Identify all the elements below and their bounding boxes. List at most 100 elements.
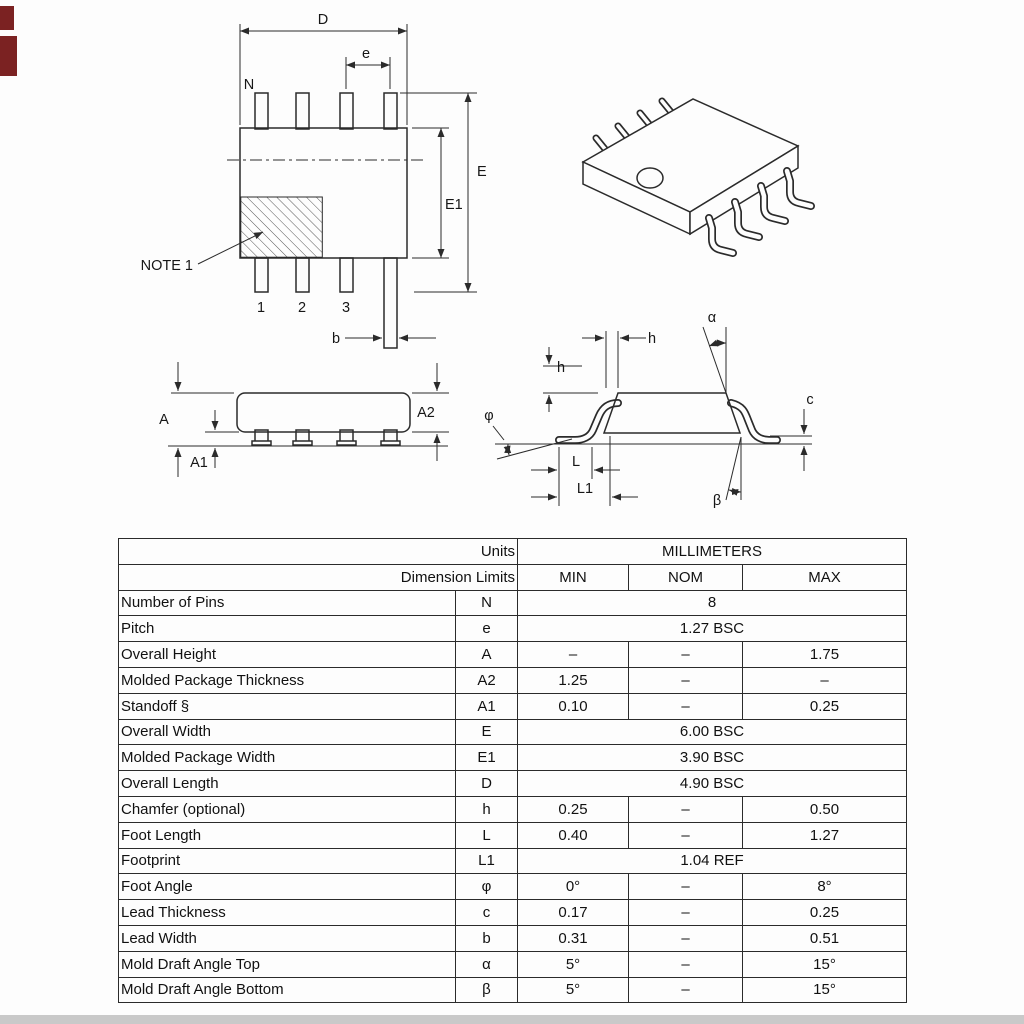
dim-symbol: L bbox=[455, 821, 518, 849]
dim-symbol: E bbox=[455, 718, 518, 746]
dim-nom: – bbox=[628, 950, 743, 978]
dim-b: b bbox=[332, 331, 436, 347]
units-header: Units bbox=[118, 538, 518, 565]
top-view-drawing: D e N E E1 bbox=[141, 12, 487, 349]
dim-min: 5° bbox=[517, 976, 629, 1004]
dimension-limits-header: Dimension Limits bbox=[118, 563, 518, 591]
dim-symbol: A2 bbox=[455, 666, 518, 694]
dim-symbol: b bbox=[455, 924, 518, 952]
pin-1 bbox=[254, 257, 269, 293]
dim-beta: β bbox=[713, 436, 742, 509]
dim-name: Pitch bbox=[118, 615, 456, 643]
angle-line bbox=[702, 326, 727, 394]
dim-c: c bbox=[770, 392, 814, 471]
dim-max: 8° bbox=[741, 873, 908, 901]
dim-label-A: A bbox=[159, 412, 169, 428]
dim-symbol: L1 bbox=[455, 847, 518, 875]
dim-name: Mold Draft Angle Top bbox=[118, 950, 456, 978]
leader-line bbox=[492, 425, 505, 441]
pin bbox=[784, 168, 814, 209]
side-view-drawing: A A1 A2 bbox=[159, 362, 449, 477]
dim-label-e: e bbox=[362, 46, 370, 62]
dim-nom: – bbox=[628, 641, 743, 668]
dim-A1: A1 bbox=[190, 410, 239, 471]
dim-max: 15° bbox=[741, 950, 908, 978]
dim-nom: – bbox=[628, 795, 743, 823]
pin-number-3: 3 bbox=[342, 300, 350, 316]
pin bbox=[295, 92, 310, 130]
dim-E1: E1 bbox=[412, 127, 463, 259]
dim-name: Number of Pins bbox=[118, 589, 456, 617]
dim-L1: L1 bbox=[531, 436, 638, 506]
table-header-limits-row: Dimension Limits MIN NOM MAX bbox=[118, 563, 908, 591]
pin-number-1: 1 bbox=[257, 300, 265, 316]
leader-line bbox=[197, 231, 264, 265]
lead-foot bbox=[336, 440, 357, 446]
dim-value-span: 1.04 REF bbox=[516, 847, 908, 875]
dim-min: 0.10 bbox=[517, 692, 629, 720]
pin bbox=[254, 92, 269, 130]
dim-name: Chamfer (optional) bbox=[118, 795, 456, 823]
dim-max: 0.25 bbox=[741, 692, 908, 720]
dim-label-E1: E1 bbox=[445, 197, 463, 213]
pin-4-long bbox=[383, 257, 398, 349]
dim-symbol: c bbox=[455, 899, 518, 926]
dim-name: Lead Thickness bbox=[118, 899, 456, 926]
dim-name: Molded Package Thickness bbox=[118, 666, 456, 694]
dim-min: – bbox=[517, 641, 629, 668]
iso-view-drawing bbox=[581, 97, 815, 257]
scan-artifact bbox=[0, 36, 17, 76]
dim-D: D bbox=[239, 12, 408, 125]
package-body-section bbox=[602, 392, 742, 434]
dim-symbol: A1 bbox=[455, 692, 518, 720]
dim-min: 5° bbox=[517, 950, 629, 978]
lead-detail-drawing: h h α β bbox=[484, 310, 813, 509]
nom-header: NOM bbox=[628, 563, 743, 591]
dim-value-span: 6.00 BSC bbox=[516, 718, 908, 746]
millimeters-header: MILLIMETERS bbox=[516, 538, 908, 565]
pin bbox=[732, 199, 762, 240]
dim-A2: A2 bbox=[412, 363, 449, 461]
pin bbox=[594, 136, 607, 151]
dim-symbol: h bbox=[455, 795, 518, 823]
pin-2 bbox=[295, 257, 310, 293]
dim-label-phi: φ bbox=[484, 408, 493, 424]
dim-name: Standoff § bbox=[118, 692, 456, 720]
dim-max: 0.50 bbox=[741, 795, 908, 823]
dim-name: Lead Width bbox=[118, 924, 456, 952]
dim-nom: – bbox=[628, 924, 743, 952]
dim-alpha: α bbox=[702, 310, 727, 394]
dim-symbol: E1 bbox=[455, 744, 518, 772]
scan-edge bbox=[0, 1015, 1024, 1024]
dim-max: 1.27 bbox=[741, 821, 908, 849]
dim-name: Overall Width bbox=[118, 718, 456, 746]
dim-symbol: N bbox=[455, 589, 518, 617]
dim-label-A1: A1 bbox=[190, 455, 208, 471]
dim-name: Overall Length bbox=[118, 770, 456, 797]
front-pins bbox=[705, 167, 815, 257]
dim-e: e bbox=[345, 46, 391, 89]
side-view-leads bbox=[251, 429, 401, 446]
pin1-indicator-dot bbox=[636, 167, 664, 189]
dim-symbol: A bbox=[455, 641, 518, 668]
dim-label-b: b bbox=[332, 331, 340, 347]
lead-section bbox=[556, 400, 621, 443]
dim-min: 0.17 bbox=[517, 899, 629, 926]
dim-symbol: α bbox=[455, 950, 518, 978]
dim-nom: – bbox=[628, 692, 743, 720]
dim-symbol: e bbox=[455, 615, 518, 643]
pin-number-2: 2 bbox=[298, 300, 306, 316]
dim-label-A2: A2 bbox=[417, 405, 435, 421]
dim-label-c: c bbox=[806, 392, 813, 408]
dim-min: 0.40 bbox=[517, 821, 629, 849]
